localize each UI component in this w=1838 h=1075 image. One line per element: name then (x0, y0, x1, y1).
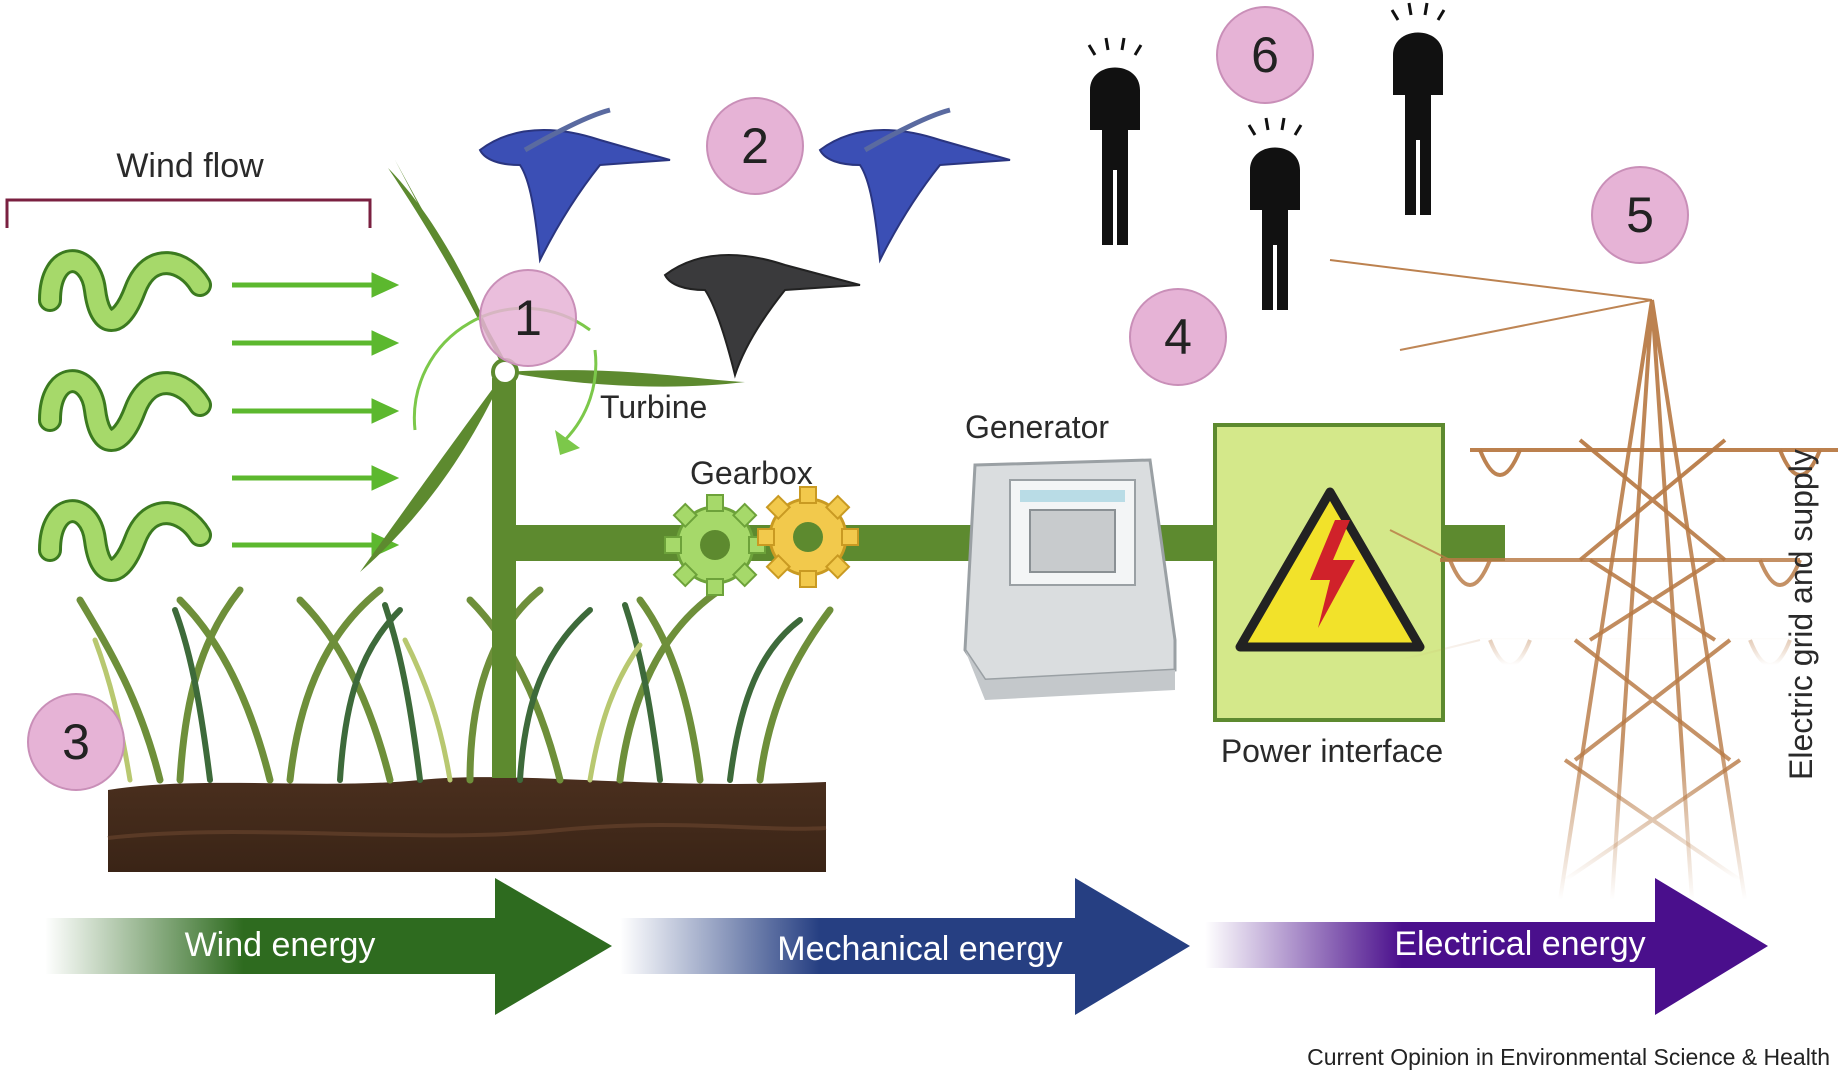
turbine-label: Turbine (600, 389, 707, 425)
soil-ground (107, 777, 827, 872)
power-interface-icon (1213, 423, 1445, 722)
marker-1: 1 (479, 269, 577, 367)
wind-energy-arrow: Wind energy (45, 878, 612, 1015)
bird-icon (818, 107, 1011, 264)
svg-text:2: 2 (741, 118, 769, 174)
generator-label: Generator (965, 409, 1109, 445)
wind-arrows (232, 272, 400, 558)
wind-flow-bracket (5, 198, 372, 228)
gearbox-icon (664, 486, 859, 596)
marker-2: 2 (706, 97, 804, 195)
bird-icon (478, 107, 671, 264)
journal-credit: Current Opinion in Environmental Science… (1307, 1044, 1830, 1070)
distressed-person-icon (1247, 117, 1303, 310)
bird-icon (663, 254, 861, 379)
svg-text:Mechanical energy: Mechanical energy (777, 930, 1062, 968)
generator-icon (963, 458, 1177, 700)
svg-text:6: 6 (1251, 27, 1279, 83)
power-interface-label: Power interface (1221, 733, 1443, 769)
distressed-person-icon (1087, 37, 1143, 245)
svg-text:4: 4 (1164, 309, 1192, 365)
marker-4: 4 (1129, 288, 1227, 386)
mechanical-energy-arrow: Mechanical energy (620, 878, 1190, 1015)
wind-wave-icons (38, 249, 212, 582)
electric-grid-label: Electric grid and supply (1783, 449, 1819, 780)
svg-text:Electrical energy: Electrical energy (1394, 925, 1645, 963)
marker-6: 6 (1216, 6, 1314, 104)
marker-5: 5 (1591, 166, 1689, 264)
electrical-energy-arrow: Electrical energy (1205, 878, 1768, 1015)
svg-text:5: 5 (1626, 187, 1654, 243)
gearbox-label: Gearbox (690, 455, 813, 491)
svg-text:Wind energy: Wind energy (185, 926, 376, 964)
grass-icon (76, 586, 834, 784)
marker-3: 3 (27, 693, 125, 791)
svg-text:3: 3 (62, 714, 90, 770)
distressed-person-icon (1390, 2, 1446, 215)
svg-text:1: 1 (514, 290, 542, 346)
transmission-tower-icon (1329, 259, 1838, 901)
wind-flow-label: Wind flow (116, 147, 264, 185)
